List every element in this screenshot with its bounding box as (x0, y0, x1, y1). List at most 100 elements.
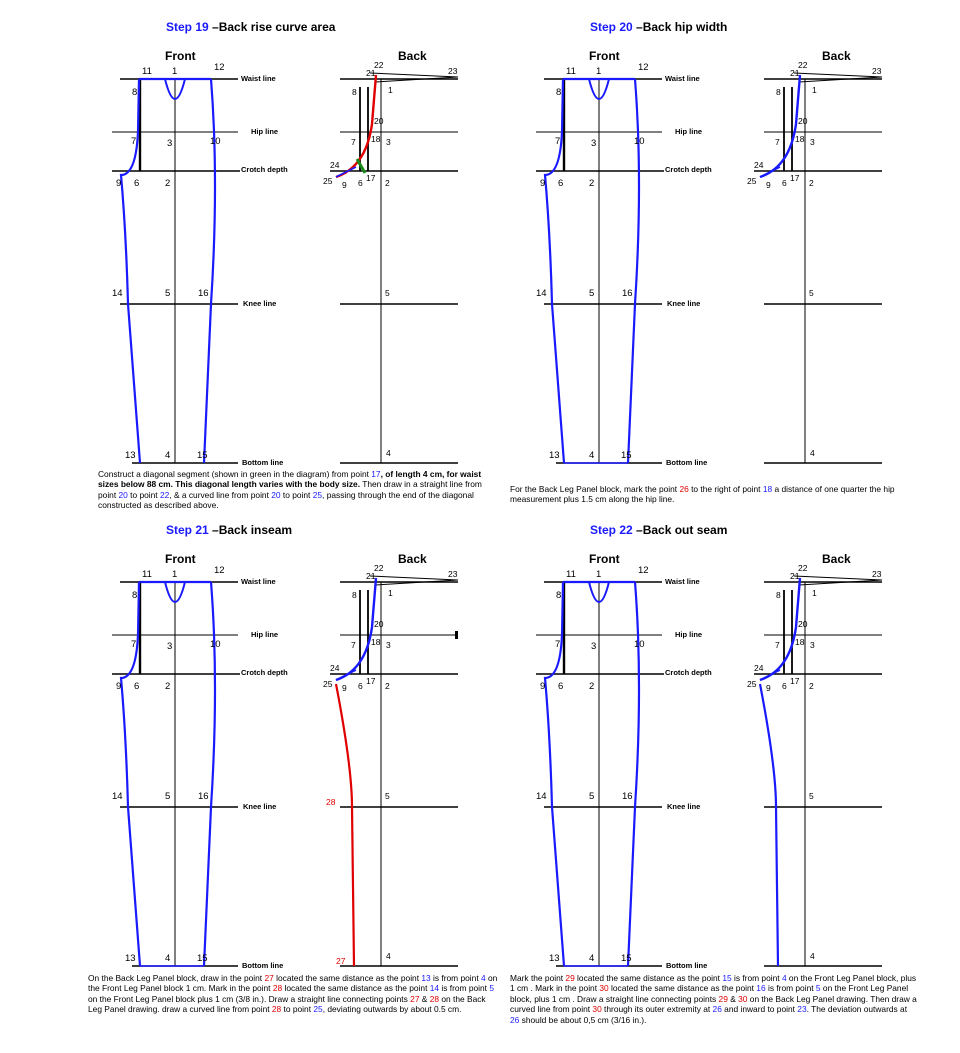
front-inseam (119, 78, 142, 464)
back-waist-wedge (369, 72, 459, 83)
bottom-line-label: Bottom line (242, 961, 283, 970)
back-point-24: 24 (330, 663, 340, 673)
front-point-5: 5 (589, 791, 594, 802)
front-point-12: 12 (214, 62, 225, 73)
back-point-20: 20 (798, 619, 808, 629)
front-point-2: 2 (165, 178, 170, 189)
front-point-16: 16 (622, 791, 633, 802)
front-point-5: 5 (165, 288, 170, 299)
back-point-24: 24 (330, 160, 340, 170)
step-19-caption: Construct a diagonal segment (shown in g… (98, 469, 498, 511)
back-label: Back (822, 552, 851, 566)
back-point-2: 2 (385, 681, 390, 691)
caption-run: 13 (421, 973, 431, 983)
back-point-23: 23 (872, 66, 882, 76)
step-20-caption: For the Back Leg Panel block, mark the p… (510, 484, 910, 505)
back-point-23: 23 (448, 66, 458, 76)
caption-run: a distance of one quarter the hip measur… (510, 484, 895, 505)
back-point-4: 4 (810, 951, 815, 961)
front-point-11: 11 (142, 569, 152, 580)
back-point-3: 3 (810, 640, 815, 650)
back-point-28: 28 (326, 797, 336, 807)
front-label: Front (589, 552, 620, 566)
caption-run: 27 (264, 973, 274, 983)
front-point-1: 1 (172, 569, 177, 580)
back-inseam-curve (758, 683, 780, 967)
front-point-14: 14 (112, 791, 123, 802)
back-point-3: 3 (386, 640, 391, 650)
caption-run: located the same distance as the point (273, 973, 422, 983)
back-point-21: 21 (366, 68, 376, 78)
bottom-line-label: Bottom line (242, 458, 283, 467)
back-point-2: 2 (809, 178, 814, 188)
back-point-5: 5 (385, 288, 390, 298)
back-point-22: 22 (374, 563, 384, 573)
back-point-25: 25 (323, 679, 333, 689)
front-point-5: 5 (165, 791, 170, 802)
back-point-7: 7 (351, 640, 356, 650)
step-22-number: Step 22 (590, 523, 633, 537)
caption-run: Construct a diagonal segment (shown in g… (98, 469, 372, 479)
back-point-7: 7 (775, 137, 780, 147)
caption-run: On the Back Leg Panel block, draw in the… (88, 973, 265, 983)
step-19-number: Step 19 (166, 20, 209, 34)
knee-line-label: Knee line (667, 299, 700, 308)
back-point-9: 9 (766, 180, 771, 190)
caption-run: 25 (313, 1004, 323, 1015)
step-22-title-text: –Back out seam (632, 523, 728, 537)
back-point-6: 6 (358, 681, 363, 691)
back-point-21: 21 (790, 68, 800, 78)
caption-run: 16 (756, 983, 766, 994)
hip-line-label: Hip line (675, 630, 702, 639)
front-dart (588, 78, 610, 100)
caption-run: located the same distance as the point (282, 983, 430, 994)
caption-run: located the same distance as the point (574, 973, 723, 983)
front-point-11: 11 (566, 569, 576, 580)
step-21-number: Step 21 (166, 523, 209, 537)
front-point-13: 13 (549, 953, 560, 964)
caption-run: on the Back Leg Panel drawing. Then draw… (510, 993, 917, 1015)
caption-run: & (727, 993, 739, 1004)
front-inseam (543, 581, 566, 967)
back-point-18: 18 (795, 134, 805, 144)
back-point-6: 6 (782, 178, 787, 188)
back-point-21: 21 (366, 571, 376, 581)
back-point-21: 21 (790, 571, 800, 581)
back-waist-wedge (369, 575, 459, 586)
back-label: Back (822, 49, 851, 63)
step-22-caption: Mark the point 29 located the same dista… (510, 973, 918, 1025)
front-point-2: 2 (589, 681, 594, 692)
back-crotch-extension (759, 669, 781, 681)
caption-run: on the Front Leg Panel block plus 1 cm (… (88, 993, 411, 1004)
caption-run: on the Front Leg Panel block 1 cm. Mark … (88, 973, 498, 994)
back-point-9: 9 (342, 683, 347, 693)
caption-run: Then draw in a straight line from point (98, 479, 482, 500)
back-point-17: 17 (790, 173, 800, 183)
back-point-4: 4 (810, 448, 815, 458)
front-point-11: 11 (566, 66, 576, 77)
front-label: Front (589, 49, 620, 63)
step-21-title: Step 21 –Back inseam (166, 523, 292, 537)
caption-run: 30 (599, 983, 609, 994)
back-point-9: 9 (342, 180, 347, 190)
bottom-line-label: Bottom line (666, 458, 707, 467)
back-point-2: 2 (809, 681, 814, 691)
back-point-5: 5 (809, 288, 814, 298)
caption-run: to the right of point (688, 484, 763, 494)
back-point-20: 20 (374, 619, 384, 629)
caption-run: to point (280, 489, 313, 500)
front-side-seam (202, 78, 217, 464)
back-point-2: 2 (385, 178, 390, 188)
back-point-18: 18 (371, 637, 381, 647)
front-point-1: 1 (596, 66, 601, 77)
back-point-25: 25 (323, 176, 333, 186)
back-point-5: 5 (385, 791, 390, 801)
hip-line-label: Hip line (251, 127, 278, 136)
front-point-7: 7 (555, 136, 560, 147)
back-inseam-curve (334, 683, 356, 967)
front-point-6: 6 (134, 681, 139, 692)
caption-run: 28 (271, 1004, 282, 1015)
caption-run: on the Back Leg Panel drawing. draw a cu… (88, 993, 486, 1015)
caption-run: 28 (272, 983, 283, 994)
